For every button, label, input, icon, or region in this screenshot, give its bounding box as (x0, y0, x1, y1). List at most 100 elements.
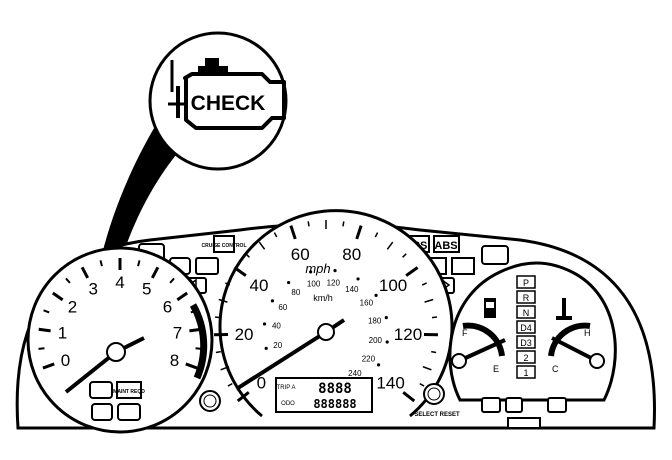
kmh-unit: km/h (313, 293, 333, 303)
tach-needle (64, 350, 118, 394)
kmh-tick-label: 160 (360, 298, 374, 307)
tach-tick-label: 8 (170, 351, 179, 370)
mph-tick-label: 0 (257, 373, 266, 392)
tach-needle-hub (106, 342, 126, 362)
tach-tick-label: 5 (142, 280, 151, 299)
gear-box (516, 335, 536, 349)
tach-major-tick (176, 291, 189, 302)
tach-tick-label: 6 (163, 298, 172, 317)
speed-minor-tick (342, 221, 345, 227)
tach-major-tick (185, 362, 198, 370)
gear-box (516, 275, 536, 289)
kmh-tick-label: 240 (348, 369, 362, 378)
tach-major-tick (80, 266, 90, 279)
odo-label: ODO (281, 401, 295, 407)
tach-minor-tick (65, 277, 71, 284)
brake-light (505, 397, 523, 413)
speed-minor-tick (307, 221, 310, 227)
speed-minor-tick (215, 350, 221, 354)
odometer-display (275, 377, 373, 413)
temp-hot-label: H (584, 328, 591, 338)
warning-light-box (481, 245, 509, 265)
gear-label: R (523, 293, 530, 303)
speed-minor-tick (258, 241, 266, 250)
callout-check-label: CHECK (191, 92, 266, 115)
kmh-tick-label: 20 (273, 341, 282, 350)
cruise-control-label: CRUISE CONTROL (202, 243, 247, 249)
speed-minor-tick (386, 241, 394, 250)
speed-minor-tick (218, 298, 228, 303)
speed-minor-tick (214, 316, 221, 319)
tach-tick-label: 2 (68, 298, 77, 317)
gear-box (516, 365, 536, 379)
dot-light (507, 417, 541, 429)
temperature-gauge: C H (548, 298, 605, 374)
speed-minor-tick (419, 382, 425, 387)
tach-minor-tick (195, 347, 202, 350)
tach-major-tick (38, 327, 51, 333)
tach-tick-label: 7 (173, 323, 182, 342)
check-engine-callout: CHECK (148, 31, 288, 171)
tach-major-tick (51, 291, 64, 302)
kmh-tick-label: 140 (345, 285, 359, 294)
gear-box (516, 350, 536, 364)
gear-box (516, 290, 536, 304)
mph-tick-label: 80 (342, 245, 361, 264)
maint-reqd-label: MAINT REQD (113, 389, 145, 395)
kmh-tick-dot (270, 299, 275, 303)
kmh-tick-label: 220 (362, 355, 376, 364)
kmh-tick-dot (264, 346, 268, 350)
kmh-tick-dot (374, 293, 378, 298)
check-engine-light (89, 381, 113, 399)
speed-minor-tick (227, 382, 233, 387)
kmh-tick-dot (356, 277, 360, 281)
tach-major-tick (189, 327, 202, 333)
speed-major-tick (402, 391, 416, 403)
select-reset-label: SELECT RESET (414, 412, 460, 418)
tach-minor-tick (190, 309, 197, 314)
mph-unit: mph (305, 261, 330, 276)
abs-indicator (433, 235, 460, 253)
mph-tick-label: 140 (376, 373, 404, 392)
temp-needle (551, 336, 596, 362)
speed-major-tick (355, 225, 363, 240)
speed-minor-tick (273, 232, 278, 238)
engine-check-icon (168, 58, 286, 130)
gear-label: D3 (520, 338, 532, 348)
mph-tick-label: 60 (291, 245, 310, 264)
tach-minor-tick (99, 260, 103, 267)
fuel-pump-icon (484, 298, 496, 318)
tach-tick-label: 3 (88, 280, 97, 299)
tach-minor-tick (38, 347, 45, 350)
odometer-readout: 888888 (313, 397, 356, 411)
cruise-indicator (213, 235, 235, 253)
fuel-needle-hub (451, 353, 467, 369)
kmh-tick-label: 80 (291, 288, 300, 297)
speed-major-tick (236, 391, 250, 403)
seatbelt-light (547, 397, 567, 413)
temp-cold-label: C (552, 364, 559, 374)
gear-label: N (523, 308, 530, 318)
select-reset-knob[interactable] (423, 383, 445, 405)
kmh-tick-dot (384, 315, 388, 320)
tach-major-tick (42, 362, 55, 370)
kmh-tick-dot (385, 340, 389, 344)
warning-light-box (195, 257, 219, 275)
kmh-tick-label: 100 (307, 280, 321, 289)
oil-pressure-light (117, 403, 141, 421)
tach-minor-tick (169, 277, 175, 284)
temp-needle-hub (589, 353, 605, 369)
tach-tick-label: 4 (115, 273, 124, 292)
abs-label: ABS (434, 240, 457, 252)
kmh-tick-label: 120 (327, 279, 341, 288)
maint-reqd-indicator (116, 381, 142, 399)
tach-tick-label: 1 (58, 323, 67, 342)
trip-reset-knob[interactable] (199, 390, 221, 412)
tach-minor-tick (137, 260, 141, 267)
speed-minor-tick (402, 253, 407, 258)
speed-minor-tick (245, 253, 250, 258)
